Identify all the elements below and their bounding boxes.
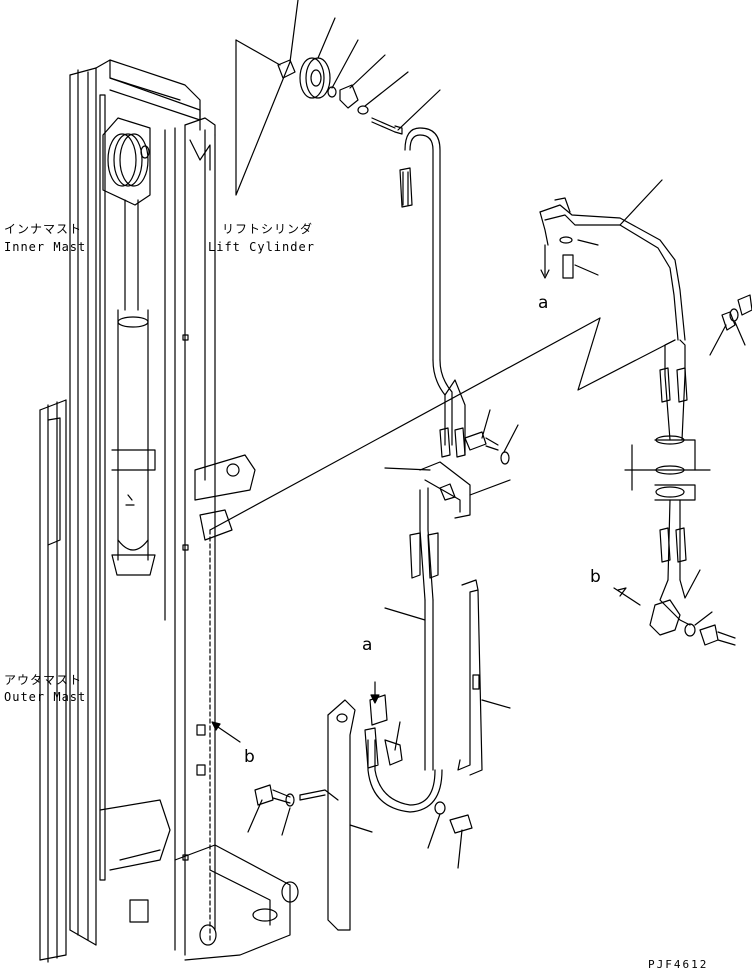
callout-b-right: b — [590, 567, 601, 587]
lift-cylinder — [102, 117, 156, 576]
outer-mast-label-en: Outer Mast — [4, 690, 87, 704]
drawing-code: PJF4612 — [648, 958, 709, 971]
outer-mast-label-jp: アウタマスト — [4, 673, 83, 687]
outer-rail-frame — [99, 117, 299, 961]
top-sheave-parts — [235, 0, 441, 196]
callout-b-left: b — [244, 747, 255, 767]
callout-b-arrow — [211, 681, 380, 743]
bracket-plate — [247, 699, 373, 931]
outer-mast — [39, 399, 67, 963]
center-hose-assembly — [364, 127, 519, 869]
callout-a-center: a — [362, 635, 373, 655]
lift-cylinder-label-en: Lift Cylinder — [208, 240, 315, 254]
inner-mast — [69, 59, 201, 946]
inner-mast-label-jp: インナマスト — [4, 222, 83, 236]
lift-cylinder-label-jp: リフトシリンダ — [222, 222, 314, 236]
guide-bar — [457, 579, 511, 776]
inner-mast-label-en: Inner Mast — [4, 240, 87, 254]
callout-a-right: a — [538, 293, 549, 313]
right-hose-assembly — [209, 179, 752, 646]
